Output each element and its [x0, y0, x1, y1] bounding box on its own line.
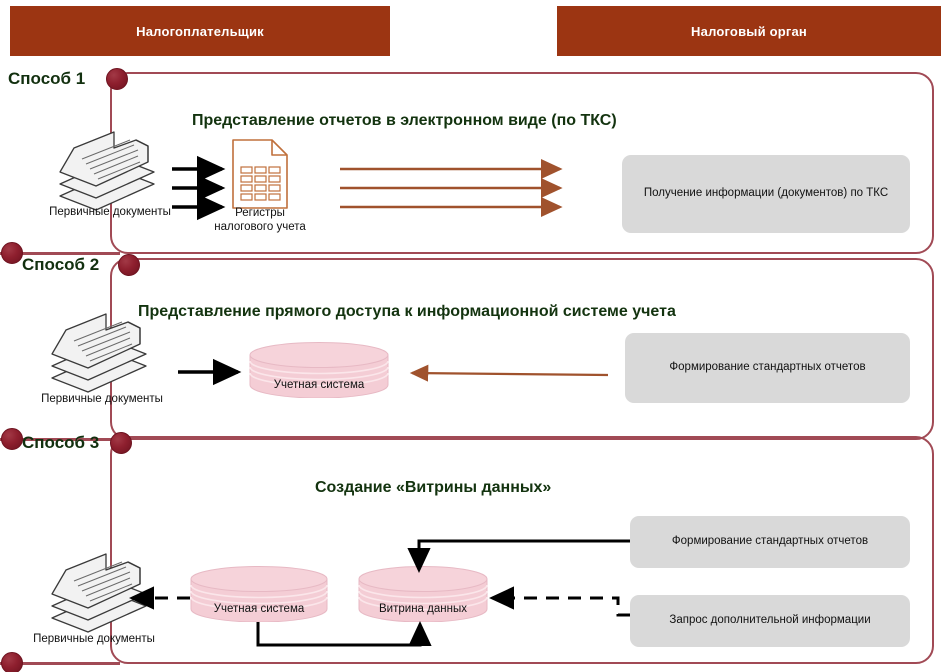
section-1-box-receive-info: Получение информации (документов) по ТКС [622, 155, 910, 233]
section-1-documents-caption: Первичные документы [49, 206, 171, 218]
section-3-frame [110, 436, 934, 664]
section-1-start-dot [106, 68, 128, 90]
header-banner-tax-authority-label: Налоговый орган [691, 23, 807, 39]
section-1-end-dot [1, 242, 23, 264]
section-3-documents-caption: Первичные документы [33, 633, 155, 645]
section-3-label: Способ 3 [22, 433, 100, 452]
section-1-register-caption-line1: Регистры [235, 207, 285, 219]
section-2-end-dot [1, 428, 23, 450]
header-banner-taxpayer: Налогоплательщик [10, 6, 390, 56]
section-2-title: Представление прямого доступа к информац… [138, 303, 676, 320]
document-stack-icon-2 [44, 308, 154, 396]
section-2-label: Способ 2 [22, 255, 100, 274]
section-3-left-rail [0, 662, 120, 665]
section-3-box-additional-request: Запрос дополнительной информации [630, 595, 910, 647]
database-cylinder-data-mart: Витрина данных [358, 566, 488, 623]
section-2-left-rail [0, 438, 120, 441]
section-3-title: Создание «Витрины данных» [315, 479, 552, 496]
document-stack-icon-3 [44, 548, 154, 636]
section-2-box-standard-reports-label: Формирование стандартных отчетов [669, 361, 866, 374]
section-2-start-dot [118, 254, 140, 276]
section-1-register-caption-line2: налогового учета [214, 221, 306, 233]
section-3-box-standard-reports-label: Формирование стандартных отчетов [671, 535, 869, 548]
section-1-left-rail [0, 252, 120, 255]
document-stack-icon [52, 126, 162, 214]
database-cylinder-accounting-system-2: Учетная система [190, 566, 328, 623]
section-3-end-dot [1, 652, 23, 672]
section-1-box-receive-info-label: Получение информации (документов) по ТКС [643, 187, 889, 200]
section-1-label: Способ 1 [8, 69, 86, 88]
register-document-icon [232, 139, 288, 209]
database-cylinder-accounting-system: Учетная система [249, 342, 389, 399]
header-banner-tax-authority: Налоговый орган [557, 6, 941, 56]
header-banner-taxpayer-label: Налогоплательщик [136, 23, 264, 39]
section-2-box-standard-reports: Формирование стандартных отчетов [625, 333, 910, 403]
section-3-box-standard-reports: Формирование стандартных отчетов [630, 516, 910, 568]
section-1-title: Представление отчетов в электронном виде… [192, 112, 617, 129]
section-3-box-additional-request-label: Запрос дополнительной информации [669, 614, 871, 627]
section-2-documents-caption: Первичные документы [41, 393, 163, 405]
section-3-start-dot [110, 432, 132, 454]
